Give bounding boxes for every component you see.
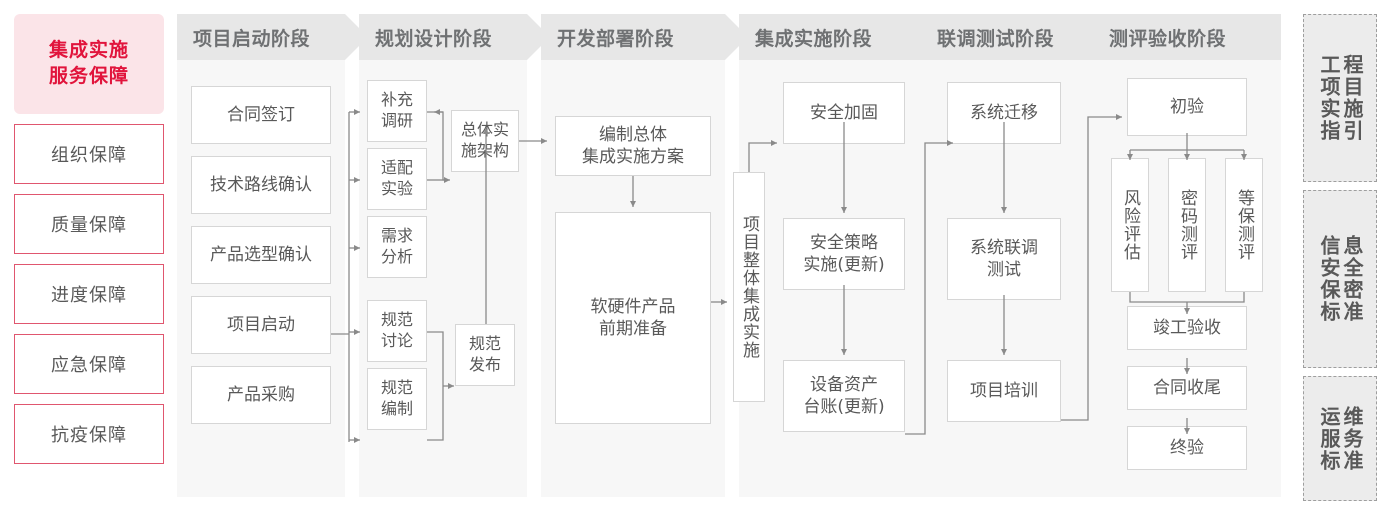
- node-standard-drafting-l2: 编制: [380, 399, 413, 418]
- phase-body-testing: 系统迁移 系统联调 测试 项目培训: [921, 60, 1093, 497]
- phase-header-planning: 规划设计阶段: [359, 14, 550, 60]
- standard-col-left-3: 运服标: [1317, 405, 1341, 472]
- phase-body-startup: 合同签订 技术路线确认 产品选型确认 项目启动 产品采购: [177, 60, 345, 497]
- node-standard-discussion[interactable]: 规范 讨论: [367, 300, 427, 362]
- phase-header-testing: 联调测试阶段: [921, 14, 1116, 60]
- node-supplementary-research-l1: 补充: [380, 90, 413, 110]
- node-system-joint-test-l2: 测试: [987, 260, 1021, 280]
- phase-column-planning: 规划设计阶段 补充 调研 适配 实验 需求 分析: [359, 14, 550, 497]
- node-crypto-evaluation[interactable]: 密码测评: [1168, 158, 1206, 292]
- standard-col-left-1: 工项实指: [1317, 54, 1341, 142]
- guarantee-item-schedule[interactable]: 进度保障: [14, 264, 164, 324]
- node-asset-ledger-l2: 台账(更新): [803, 397, 885, 417]
- node-system-migration[interactable]: 系统迁移: [947, 82, 1061, 144]
- node-overall-architecture[interactable]: 总体实 施架构: [451, 110, 519, 172]
- standard-card-project-implementation-guide[interactable]: 程目施引 工项实指: [1303, 14, 1377, 182]
- phase-column-testing: 联调测试阶段 系统迁移 系统联调 测试 项目培训: [921, 14, 1116, 497]
- node-adaptation-test-l2: 实验: [380, 179, 413, 198]
- standard-card-infosec-standard[interactable]: 息全密准 信安保标: [1303, 190, 1377, 368]
- node-tech-route-confirm[interactable]: 技术路线确认: [191, 156, 331, 214]
- node-overall-integration-plan[interactable]: 编制总体 集成实施方案: [555, 116, 711, 176]
- node-system-joint-test-l1: 系统联调: [970, 237, 1038, 258]
- node-security-hardening[interactable]: 安全加固: [783, 82, 905, 144]
- node-risk-assessment[interactable]: 风险评估: [1111, 158, 1149, 292]
- node-standard-drafting[interactable]: 规范 编制: [367, 368, 427, 430]
- guarantee-rail-title-line2: 服务保障: [48, 65, 129, 87]
- node-adaptation-test[interactable]: 适配 实验: [367, 148, 427, 210]
- standard-col-left-2: 信安保标: [1317, 235, 1341, 323]
- node-standard-release-l2: 发布: [468, 355, 501, 374]
- node-adaptation-test-l1: 适配: [380, 158, 413, 178]
- standard-label-project-implementation-guide: 程目施引 工项实指: [1317, 54, 1364, 142]
- node-standard-drafting-l1: 规范: [380, 378, 413, 398]
- guarantee-rail-title-line1: 集成实施: [48, 39, 129, 62]
- phase-body-deploy: 编制总体 集成实施方案 软硬件产品 前期准备: [541, 60, 725, 497]
- phase-body-acceptance: 初验 风险评估 密码测评 等保测评 竣工验收 合同收尾 终验: [1093, 60, 1281, 497]
- guarantee-item-emergency[interactable]: 应急保障: [14, 334, 164, 394]
- node-overall-integration-plan-l1: 编制总体: [599, 124, 667, 145]
- node-supplementary-research-l2: 调研: [380, 111, 413, 130]
- node-final-acceptance[interactable]: 终验: [1127, 426, 1247, 470]
- node-hw-sw-preparation-l1: 软硬件产品: [590, 296, 676, 317]
- node-requirement-analysis-l1: 需求: [380, 226, 413, 246]
- guarantee-item-quality[interactable]: 质量保障: [14, 194, 164, 254]
- guarantee-item-organization[interactable]: 组织保障: [14, 124, 164, 184]
- guarantee-item-epidemic[interactable]: 抗疫保障: [14, 404, 164, 464]
- phase-header-acceptance: 测评验收阶段: [1093, 14, 1281, 60]
- node-requirement-analysis[interactable]: 需求 分析: [367, 216, 427, 278]
- node-contract-signing[interactable]: 合同签订: [191, 86, 331, 144]
- node-system-joint-test[interactable]: 系统联调 测试: [947, 218, 1061, 300]
- phase-body-planning: 补充 调研 适配 实验 需求 分析 规范 讨论: [359, 60, 527, 497]
- node-asset-ledger-l1: 设备资产: [809, 374, 878, 395]
- node-product-selection[interactable]: 产品选型确认: [191, 226, 331, 284]
- node-standard-release-l1: 规范: [468, 334, 501, 354]
- node-overall-integration-plan-l2: 集成实施方案: [582, 147, 684, 167]
- phase-header-deploy: 开发部署阶段: [541, 14, 748, 60]
- phase-column-startup: 项目启动阶段 合同签订 技术路线确认 产品选型确认 项目启动 产品采购: [177, 14, 368, 497]
- phase-body-integration: 项目整体集成实施 安全加固 安全策略 实施(更新) 设备资产 台账(更新): [733, 60, 921, 497]
- node-overall-architecture-l1: 总体实: [460, 120, 509, 140]
- node-overall-project-integration[interactable]: 项目整体集成实施: [733, 172, 765, 402]
- standard-label-infosec-standard: 息全密准 信安保标: [1317, 235, 1364, 323]
- standard-col-right-3: 维务准: [1340, 405, 1364, 472]
- standard-label-om-service-standard: 维务准 运服标: [1317, 405, 1364, 472]
- standard-col-right-1: 程目施引: [1340, 54, 1364, 142]
- node-hw-sw-preparation-l2: 前期准备: [599, 319, 667, 339]
- node-product-procurement[interactable]: 产品采购: [191, 366, 331, 424]
- node-project-training[interactable]: 项目培训: [947, 360, 1061, 422]
- node-preliminary-acceptance[interactable]: 初验: [1127, 78, 1247, 136]
- node-requirement-analysis-l2: 分析: [380, 247, 413, 266]
- phase-header-integration: 集成实施阶段: [739, 14, 944, 60]
- standard-col-right-2: 息全密准: [1340, 235, 1364, 323]
- phase-header-startup: 项目启动阶段: [177, 14, 368, 60]
- node-supplementary-research[interactable]: 补充 调研: [367, 80, 427, 142]
- node-contract-closure[interactable]: 合同收尾: [1127, 366, 1247, 410]
- node-asset-ledger[interactable]: 设备资产 台账(更新): [783, 360, 905, 432]
- node-standard-discussion-l1: 规范: [380, 310, 413, 330]
- node-hw-sw-preparation[interactable]: 软硬件产品 前期准备: [555, 212, 711, 424]
- guarantee-rail-title: 集成实施 服务保障: [14, 14, 164, 114]
- node-security-policy-impl-l2: 实施(更新): [803, 255, 885, 275]
- phase-column-acceptance: 测评验收阶段 初验 风险评估 密码测评 等保测评 竣工验收 合同收尾 终验: [1093, 14, 1281, 497]
- phase-column-integration: 集成实施阶段 项目整体集成实施 安全加固 安全策略 实施(更新) 设备资产 台账…: [733, 14, 944, 497]
- node-project-kickoff[interactable]: 项目启动: [191, 296, 331, 354]
- node-security-policy-impl[interactable]: 安全策略 实施(更新): [783, 218, 905, 290]
- node-security-policy-impl-l1: 安全策略: [809, 232, 878, 253]
- node-standard-release[interactable]: 规范 发布: [455, 324, 515, 386]
- node-completion-acceptance[interactable]: 竣工验收: [1127, 306, 1247, 350]
- node-classified-protection-evaluation[interactable]: 等保测评: [1225, 158, 1263, 292]
- guarantee-rail: 集成实施 服务保障 组织保障 质量保障 进度保障 应急保障 抗疫保障: [14, 14, 164, 464]
- standard-card-om-service-standard[interactable]: 维务准 运服标: [1303, 376, 1377, 501]
- phase-column-deploy: 开发部署阶段 编制总体 集成实施方案 软硬件产品 前期准备: [541, 14, 748, 497]
- node-overall-architecture-l2: 施架构: [460, 141, 509, 160]
- node-standard-discussion-l2: 讨论: [380, 331, 413, 350]
